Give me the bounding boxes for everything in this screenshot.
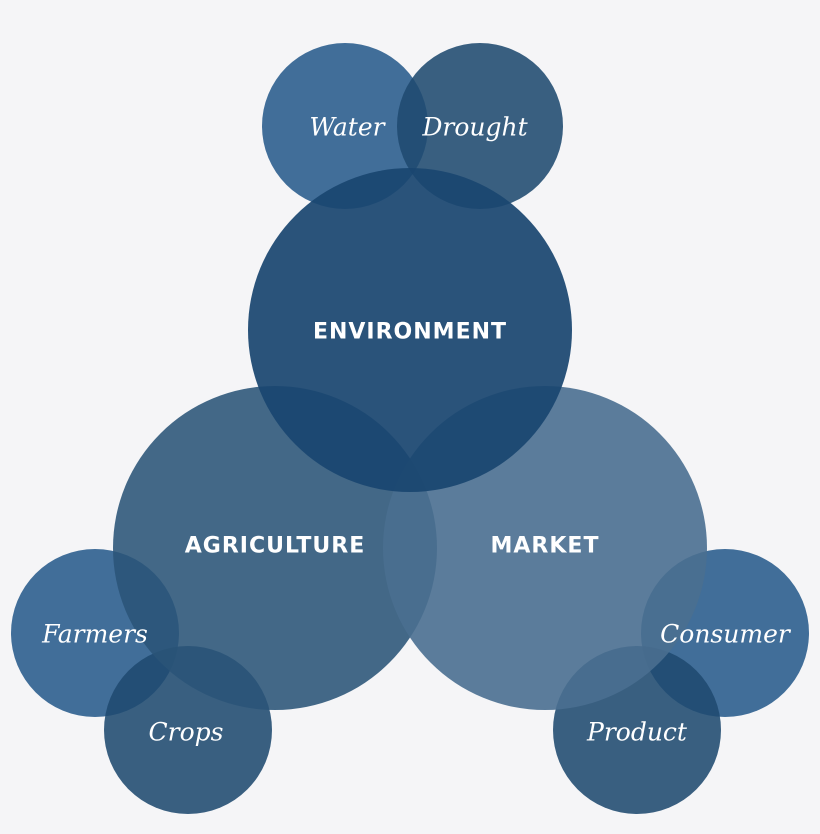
farmers-label: Farmers (41, 620, 148, 649)
water-label: Water (309, 113, 386, 142)
drought-label: Drought (421, 113, 528, 142)
environment-label: ENVIRONMENT (313, 320, 507, 345)
water-circle (262, 43, 428, 209)
drought-circle (397, 43, 563, 209)
market-label: MARKET (491, 534, 600, 559)
product-label: Product (586, 718, 688, 747)
crops-label: Crops (149, 718, 224, 747)
agriculture-label: AGRICULTURE (185, 534, 365, 559)
consumer-label: Consumer (660, 620, 792, 649)
environment-circle (248, 168, 572, 492)
